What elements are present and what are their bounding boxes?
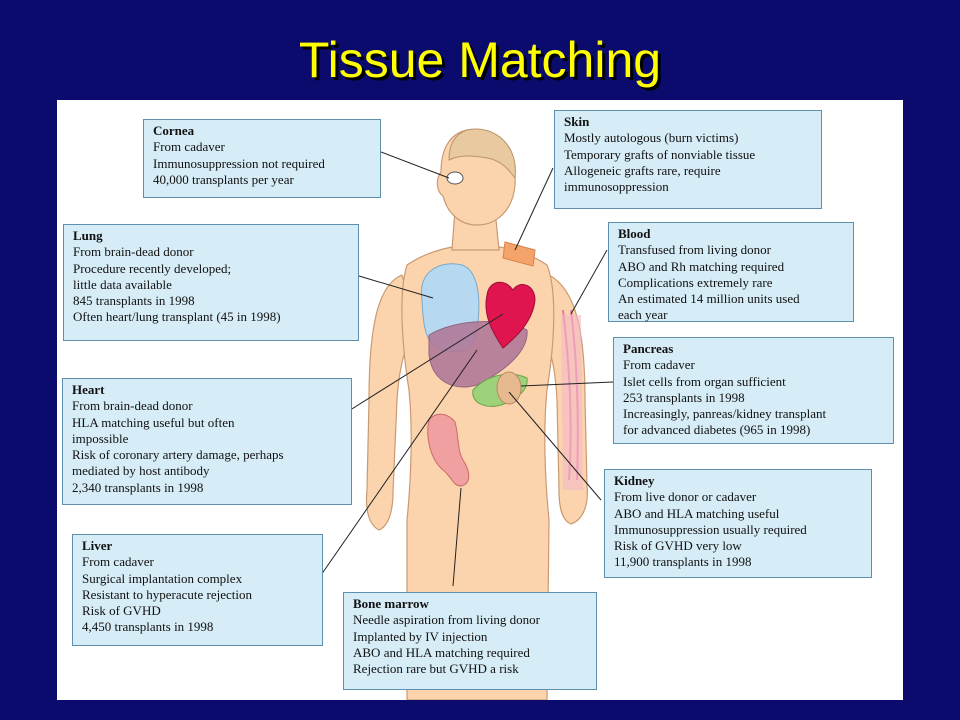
lung-line: Procedure recently developed; [73, 260, 232, 276]
body-illustration [318, 128, 614, 700]
bone-marrow-line: Implanted by IV injection [353, 628, 488, 644]
anatomy-figure: Cornea From cadaver Immunosuppression no… [57, 100, 903, 700]
heart-line: From brain-dead donor [72, 398, 193, 414]
lung-line: 845 transplants in 1998 [73, 293, 195, 309]
bone-marrow-line: Needle aspiration from living donor [353, 612, 541, 628]
pancreas-line: Increasingly, panreas/kidney transplant [623, 406, 827, 422]
kidney-line: ABO and HLA matching useful [614, 505, 780, 521]
kidney-line: Risk of GVHD very low [614, 538, 742, 554]
liver-line: Risk of GVHD [82, 603, 161, 619]
liver-title: Liver [82, 538, 113, 553]
cornea-line: 40,000 transplants per year [153, 171, 294, 187]
kidney-title: Kidney [614, 473, 655, 488]
blood-line: ABO and Rh matching required [618, 258, 785, 274]
kidney-box: Kidney From live donor or cadaver ABO an… [604, 469, 872, 578]
kidney-line: From live donor or cadaver [614, 489, 757, 505]
lung-line: Often heart/lung transplant (45 in 1998) [73, 309, 281, 325]
bone-marrow-title: Bone marrow [353, 596, 429, 611]
blood-line: Complications extremely rare [618, 274, 773, 290]
lung-box: Lung From brain-dead donor Procedure rec… [63, 224, 359, 341]
pancreas-box: Pancreas From cadaver Islet cells from o… [613, 337, 894, 444]
liver-box: Liver From cadaver Surgical implantation… [72, 534, 323, 646]
blood-line: An estimated 14 million units used [618, 291, 800, 307]
liver-line: Resistant to hyperacute rejection [82, 586, 253, 602]
bone-marrow-line: Rejection rare but GVHD a risk [353, 661, 519, 677]
skin-line: Temporary grafts of nonviable tissue [564, 146, 756, 162]
blood-line: each year [618, 307, 668, 323]
blood-title: Blood [618, 226, 651, 241]
kidney-line: 11,900 transplants in 1998 [614, 554, 752, 570]
kidney-line: Immunosuppression usually required [614, 521, 807, 537]
pancreas-line: From cadaver [623, 357, 695, 373]
cornea-title: Cornea [153, 123, 195, 138]
skin-line: Mostly autologous (burn victims) [564, 130, 739, 146]
heart-line: HLA matching useful but often [72, 414, 235, 430]
liver-line: 4,450 transplants in 1998 [82, 619, 214, 635]
heart-line: impossible [72, 430, 129, 446]
heart-title: Heart [72, 382, 105, 397]
skin-box: Skin Mostly autologous (burn victims) Te… [554, 110, 822, 209]
liver-line: From cadaver [82, 554, 154, 570]
cornea-line: Immunosuppression not required [153, 155, 325, 171]
skin-line: immunosoppression [564, 179, 669, 195]
cornea-line: From cadaver [153, 139, 225, 155]
skin-title: Skin [564, 114, 590, 129]
bone-marrow-line: ABO and HLA matching required [353, 644, 530, 660]
slide-title: Tissue Matching [298, 32, 662, 88]
lung-line: little data available [73, 276, 172, 292]
pancreas-line: 253 transplants in 1998 [623, 389, 745, 405]
blood-box: Blood Transfused from living donor ABO a… [608, 222, 854, 322]
heart-line: 2,340 transplants in 1998 [72, 479, 204, 495]
cornea-box: Cornea From cadaver Immunosuppression no… [143, 119, 381, 198]
heart-box: Heart From brain-dead donor HLA matching… [62, 378, 352, 505]
heart-line: Risk of coronary artery damage, perhaps [72, 447, 284, 463]
pancreas-line: for advanced diabetes (965 in 1998) [623, 422, 811, 438]
skin-line: Allogeneic grafts rare, require [564, 162, 721, 178]
lung-title: Lung [73, 228, 103, 243]
bone-marrow-box: Bone marrow Needle aspiration from livin… [343, 592, 597, 690]
pancreas-line: Islet cells from organ sufficient [623, 373, 786, 389]
liver-line: Surgical implantation complex [82, 570, 243, 586]
heart-line: mediated by host antibody [72, 463, 210, 479]
pancreas-title: Pancreas [623, 341, 674, 356]
blood-line: Transfused from living donor [618, 242, 771, 258]
lung-line: From brain-dead donor [73, 244, 194, 260]
